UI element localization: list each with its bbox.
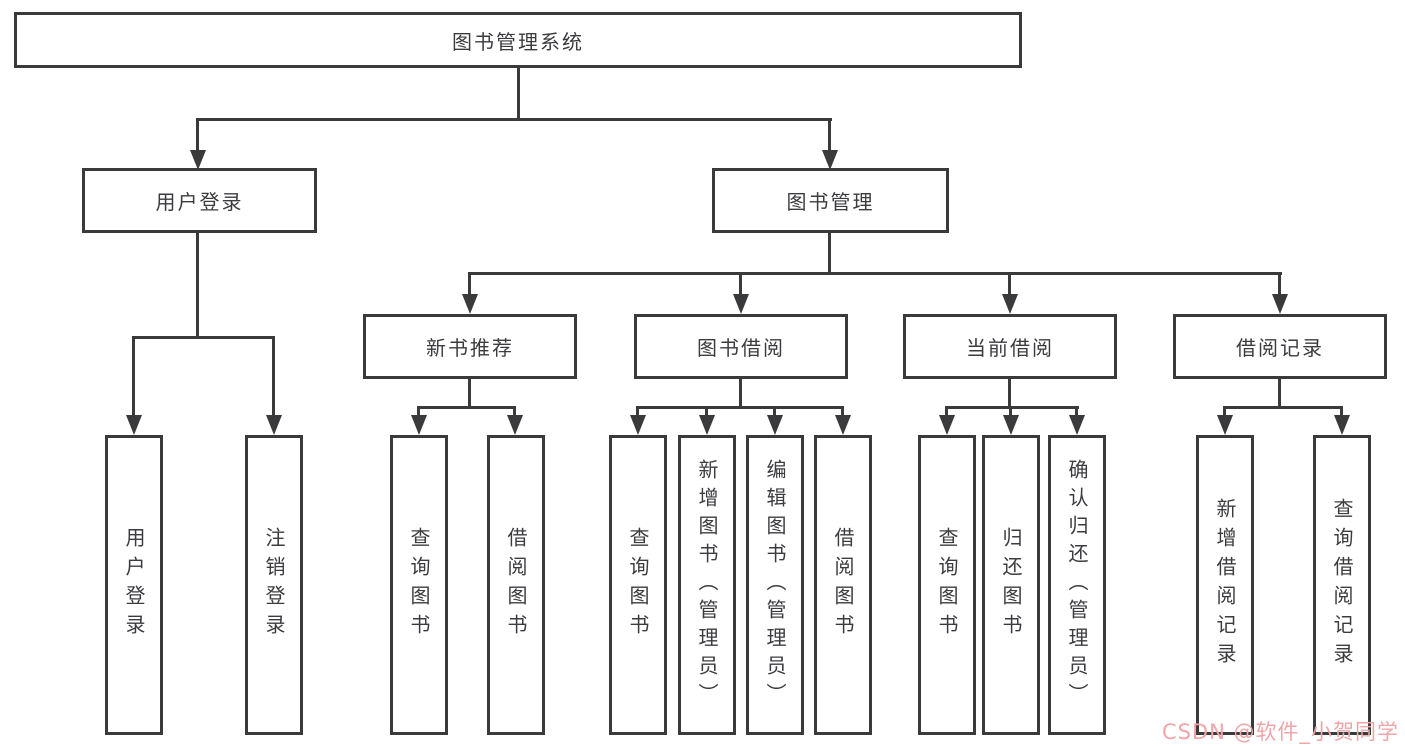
arrow-book-borrow-child-2 [705, 406, 708, 415]
arrow-to-borrow-records [1278, 272, 1281, 294]
connector-root-stub [517, 68, 520, 121]
node-book-borrow: 图书借阅 [634, 314, 848, 379]
arrow-new-books-child-1 [417, 406, 420, 415]
connector-current-borrow-hline [945, 406, 1079, 409]
arrow-borrow-records-child-2 [1340, 406, 1343, 415]
arrow-to-new-books [468, 272, 471, 294]
leaf-records-query: 查询借阅记录 [1313, 435, 1371, 735]
connector-book-management-stub [828, 233, 831, 275]
leaf-user-login: 用户登录 [105, 435, 163, 735]
connector-root-hline [196, 118, 832, 121]
node-user-login: 用户登录 [82, 168, 317, 233]
arrow-current-borrow-child-2 [1009, 406, 1012, 415]
leaf-new-books-query: 查询图书 [390, 435, 448, 735]
leaf-new-books-borrow: 借阅图书 [487, 435, 545, 735]
arrow-borrow-records-child-1 [1223, 406, 1226, 415]
arrow-book-borrow-child-4 [841, 406, 844, 415]
node-book-management: 图书管理 [712, 168, 949, 233]
arrow-current-borrow-child-1 [945, 406, 948, 415]
leaf-current-borrow-confirm-admin: 确认归还（管理员） [1048, 435, 1106, 735]
leaf-book-borrow-edit-admin: 编辑图书（管理员） [746, 435, 804, 735]
connector-book-borrow-hline [636, 406, 844, 409]
connector-user-login-stub [196, 233, 199, 339]
connector-book-management-hline [468, 272, 1282, 275]
leaf-logout: 注销登录 [245, 435, 303, 735]
connector-book-borrow-stub [739, 379, 742, 409]
arrow-to-book-management [828, 118, 831, 150]
connector-user-login-hline [132, 336, 275, 339]
arrow-book-borrow-child-3 [773, 406, 776, 415]
connector-new-books-stub [468, 379, 471, 409]
connector-borrow-records-hline [1223, 406, 1343, 409]
leaf-book-borrow-add-admin: 新增图书（管理员） [678, 435, 736, 735]
connector-new-books-hline [417, 406, 516, 409]
arrow-to-user-login-leaf [132, 336, 135, 415]
node-borrow-records: 借阅记录 [1173, 314, 1387, 379]
arrow-to-logout-leaf [272, 336, 275, 415]
leaf-book-borrow-query: 查询图书 [609, 435, 667, 735]
arrow-current-borrow-child-3 [1075, 406, 1078, 415]
leaf-book-borrow-borrow: 借阅图书 [814, 435, 872, 735]
node-root-library-management-system: 图书管理系统 [14, 12, 1022, 68]
arrow-to-user-login [196, 118, 199, 150]
arrow-to-book-borrow [739, 272, 742, 294]
leaf-records-add: 新增借阅记录 [1196, 435, 1254, 735]
csdn-watermark: CSDN @软件_小贺同学 [1161, 720, 1399, 744]
connector-current-borrow-stub [1008, 379, 1011, 409]
connector-borrow-records-stub [1278, 379, 1281, 409]
node-current-borrow: 当前借阅 [903, 314, 1117, 379]
arrow-new-books-child-2 [513, 406, 516, 415]
leaf-current-borrow-return: 归还图书 [982, 435, 1040, 735]
node-new-books: 新书推荐 [363, 314, 577, 379]
arrow-book-borrow-child-1 [636, 406, 639, 415]
arrow-to-current-borrow [1008, 272, 1011, 294]
leaf-current-borrow-query: 查询图书 [918, 435, 976, 735]
